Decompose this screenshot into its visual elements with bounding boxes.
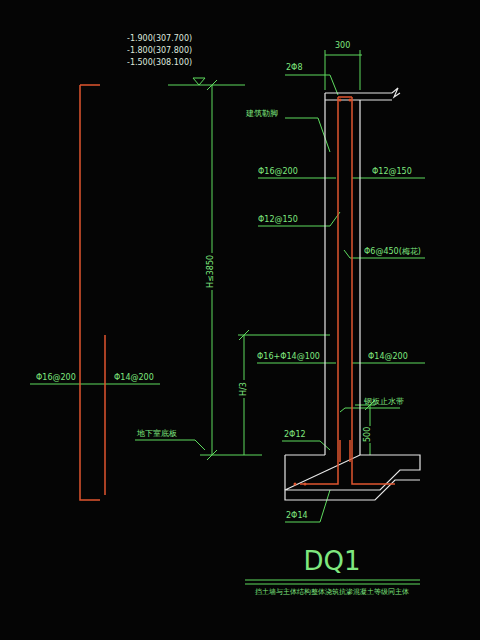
rebar-label: 500: [364, 426, 372, 443]
rebar-label: Φ16@200: [36, 374, 76, 382]
rebar-label: H≤3850: [207, 253, 215, 290]
rebar-label: -1.500(308.100): [127, 59, 192, 67]
rebar-label: Φ6@450(梅花): [364, 248, 421, 256]
rebar-label: H/3: [240, 380, 248, 398]
rebar-label: Φ12@150: [258, 216, 298, 224]
rebar-label: -1.900(307.700): [127, 35, 192, 43]
rebar-label: Φ14@200: [368, 353, 408, 361]
rebar-label: Φ12@150: [372, 168, 412, 176]
rebar-label: 2Φ8: [286, 64, 302, 72]
rebar-label: -1.800(307.800): [127, 47, 192, 55]
rebar-label: 2Φ12: [284, 431, 306, 439]
section-title: DQ1: [303, 548, 360, 574]
rebar-label: Φ16@200: [258, 168, 298, 176]
section-caption: 挡土墙与主体结构整体浇筑抗渗混凝土等级同主体: [255, 589, 409, 596]
rebar-label: 地下室底板: [137, 430, 177, 438]
rebar-label: 钢板止水带: [364, 398, 404, 406]
rebar-label: Φ16+Φ14@100: [257, 353, 320, 361]
rebar-label: 建筑勒脚: [246, 110, 278, 118]
rebar-label: Φ14@200: [114, 374, 154, 382]
rebar-label: 2Φ14: [286, 512, 308, 520]
rebar-label: 300: [335, 42, 350, 50]
